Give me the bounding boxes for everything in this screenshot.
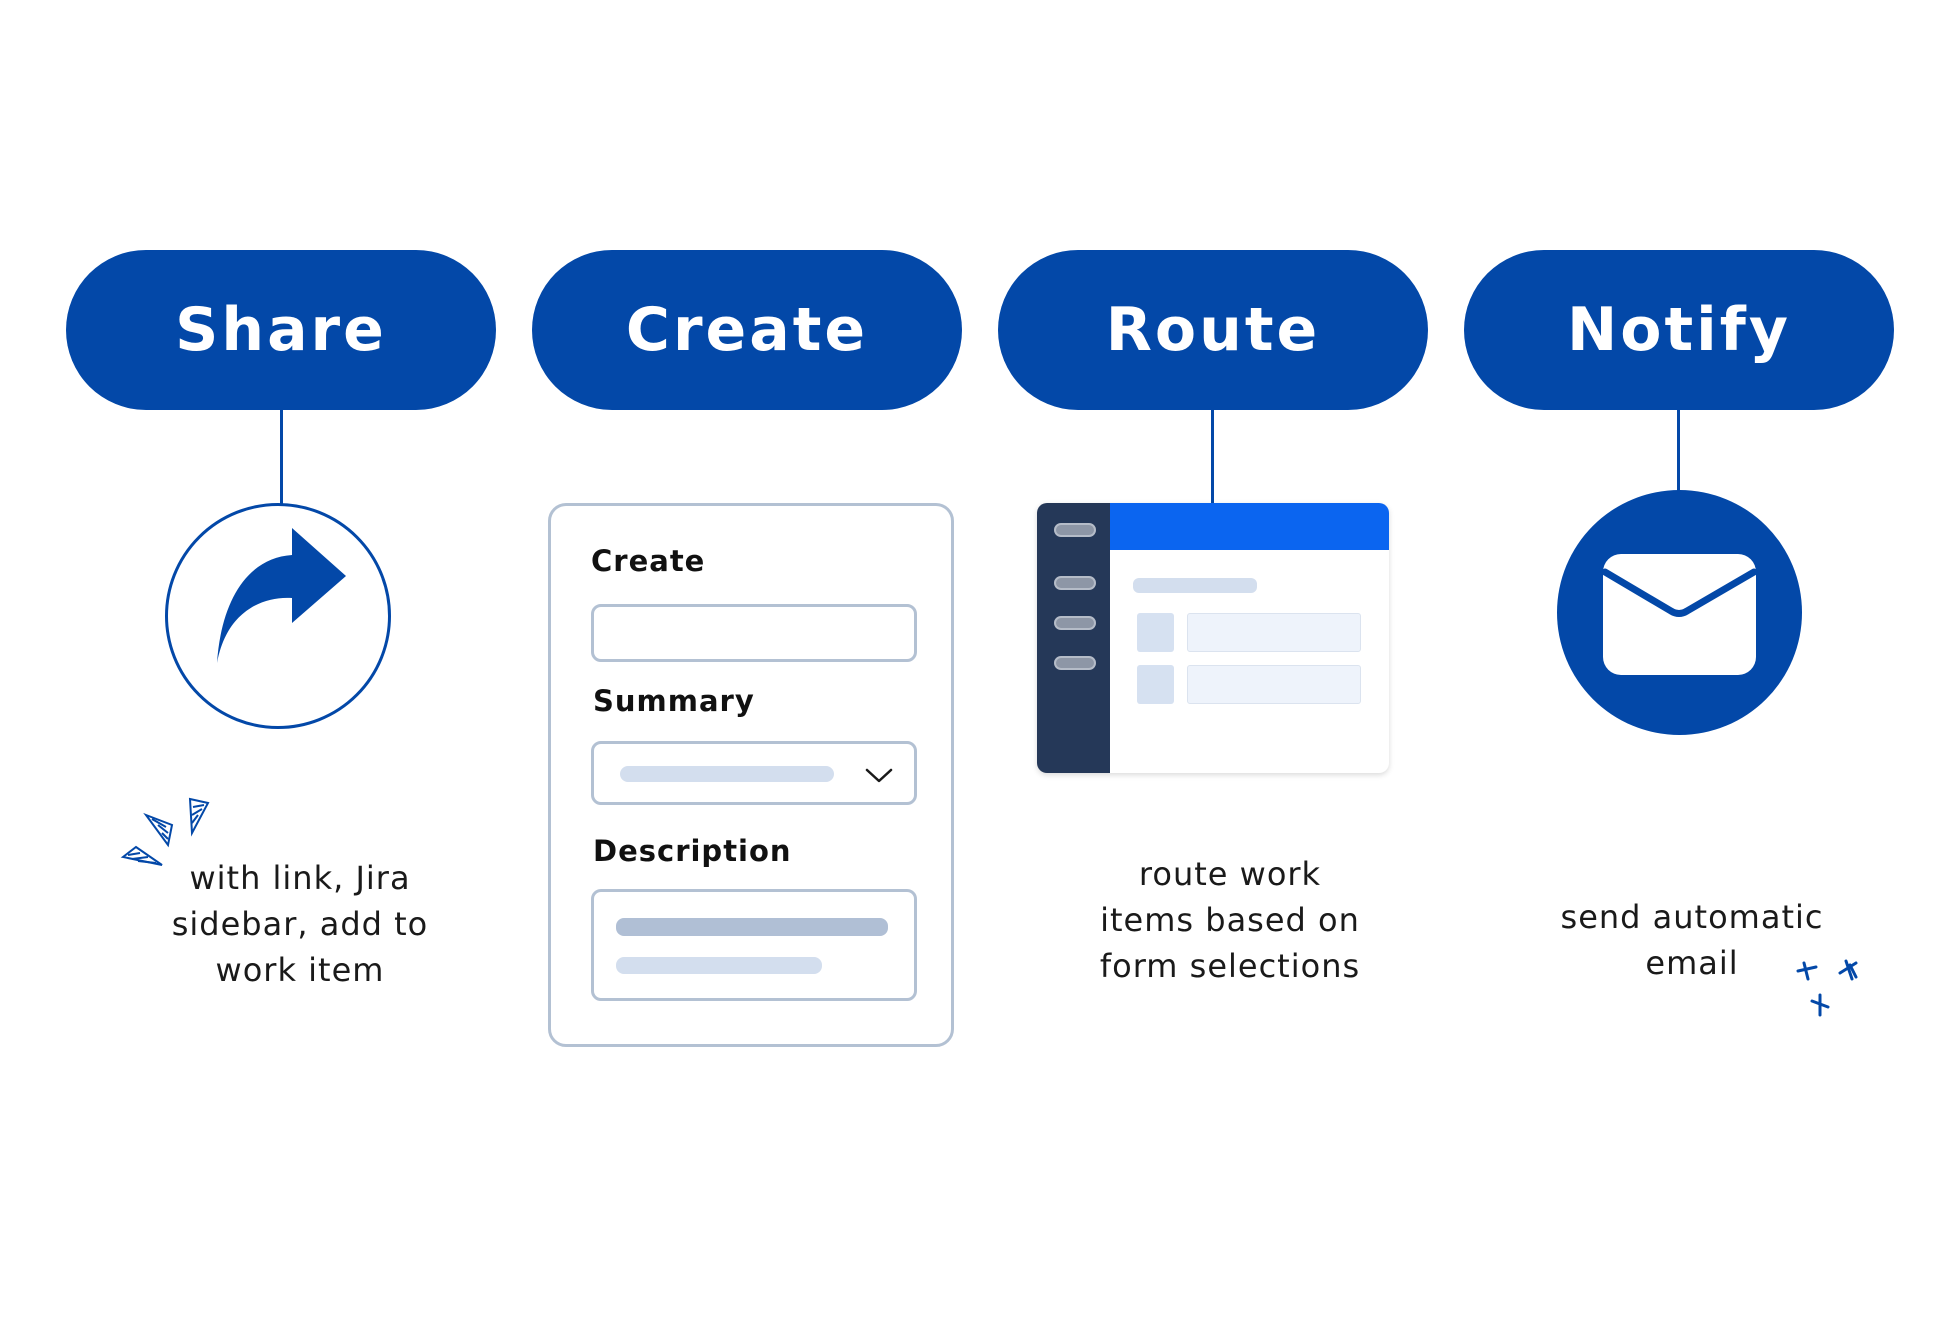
- step-share-pill: Share: [66, 250, 496, 410]
- content-row: [1187, 665, 1361, 704]
- envelope-icon: [1557, 490, 1802, 735]
- route-caption: route work items based on form selection…: [1080, 851, 1380, 989]
- share-connector: [280, 408, 283, 505]
- form-title: Create: [591, 544, 706, 578]
- caption-line: form selections: [1099, 947, 1361, 985]
- sidebar-item: [1054, 656, 1096, 670]
- caption-line: send automatic: [1560, 898, 1824, 936]
- step-route-pill: Route: [998, 250, 1428, 410]
- placeholder-bar: [620, 766, 834, 782]
- sidebar-item: [1054, 576, 1096, 590]
- summary-select[interactable]: [591, 741, 917, 805]
- placeholder-bar: [616, 957, 822, 974]
- caption-line: items based on: [1100, 901, 1360, 939]
- caption-line: email: [1645, 944, 1739, 982]
- caption-line: work item: [215, 951, 385, 989]
- share-caption: with link, Jira sidebar, add to work ite…: [150, 855, 450, 993]
- description-label: Description: [593, 834, 792, 868]
- content-thumb: [1137, 613, 1174, 652]
- share-arrow-icon: [165, 503, 391, 729]
- sidebar-item: [1054, 616, 1096, 630]
- create-input-field[interactable]: [591, 604, 917, 662]
- sidebar-item: [1054, 523, 1096, 537]
- sparkle-icon: [1796, 959, 1858, 1017]
- window-topbar: [1110, 503, 1389, 550]
- notify-caption: send automatic email: [1542, 894, 1842, 986]
- step-notify-pill: Notify: [1464, 250, 1894, 410]
- content-heading-bar: [1133, 578, 1257, 593]
- caption-line: with link, Jira: [189, 859, 411, 897]
- route-connector: [1211, 408, 1214, 505]
- step-create-pill: Create: [532, 250, 962, 410]
- window-sidebar: [1037, 503, 1110, 773]
- placeholder-bar: [616, 918, 888, 936]
- app-window-icon: [1037, 503, 1389, 773]
- caption-line: route work: [1138, 855, 1322, 893]
- description-textarea[interactable]: [591, 889, 917, 1001]
- sparkle-scribble-icon: [120, 797, 210, 866]
- content-thumb: [1137, 665, 1174, 704]
- content-row: [1187, 613, 1361, 652]
- notify-connector: [1677, 408, 1680, 492]
- summary-label: Summary: [593, 684, 755, 718]
- caption-line: sidebar, add to: [171, 905, 429, 943]
- chevron-down-icon: [865, 768, 893, 783]
- create-form-card: Create Summary Description: [548, 503, 954, 1047]
